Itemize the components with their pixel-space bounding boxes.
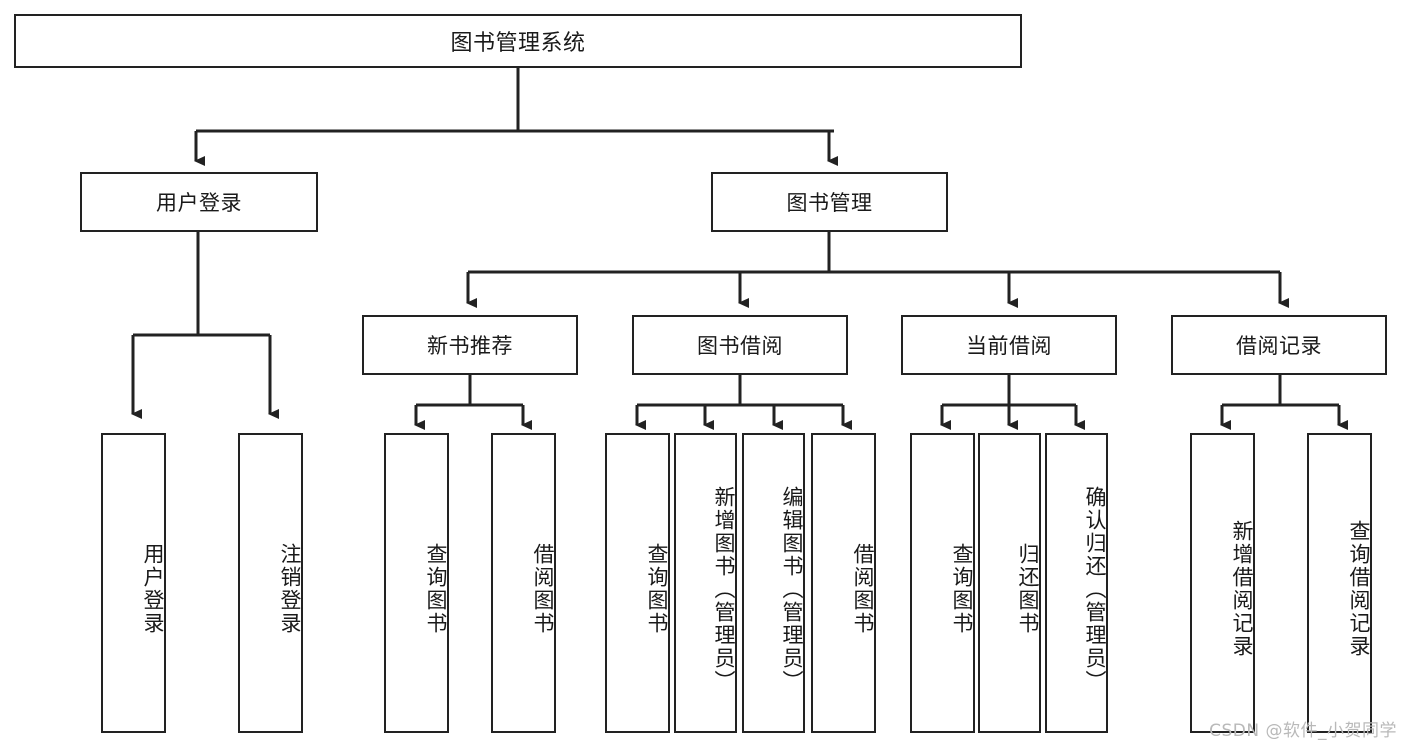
node-new-book-recommend[interactable]: 新书推荐 bbox=[362, 315, 578, 375]
node-book-management-label: 图书管理 bbox=[786, 191, 873, 215]
node-user-login-label: 用户登录 bbox=[156, 191, 242, 215]
watermark: CSDN @软件_小贺同学 bbox=[1209, 721, 1397, 741]
node-user-login[interactable]: 用户登录 bbox=[80, 172, 318, 232]
leaf-search-book-recommend-label: 查询图书 bbox=[424, 543, 448, 635]
leaf-borrow-book-recommend[interactable]: 借阅图书 bbox=[491, 433, 556, 733]
node-book-borrow[interactable]: 图书借阅 bbox=[632, 315, 848, 375]
leaf-edit-book-admin[interactable]: 编辑图书（管理员） bbox=[742, 433, 805, 733]
node-current-borrow-label: 当前借阅 bbox=[966, 334, 1052, 358]
node-root[interactable]: 图书管理系统 bbox=[14, 14, 1022, 68]
node-borrow-record[interactable]: 借阅记录 bbox=[1171, 315, 1387, 375]
leaf-user-login-label: 用户登录 bbox=[141, 543, 165, 635]
leaf-add-book-admin[interactable]: 新增图书（管理员） bbox=[674, 433, 737, 733]
node-new-book-recommend-label: 新书推荐 bbox=[427, 334, 513, 358]
leaf-add-borrow-record[interactable]: 新增借阅记录 bbox=[1190, 433, 1255, 733]
leaf-borrow-book[interactable]: 借阅图书 bbox=[811, 433, 876, 733]
leaf-borrow-book-label: 借阅图书 bbox=[851, 543, 875, 635]
leaf-search-borrow-record-label: 查询借阅记录 bbox=[1347, 520, 1371, 658]
leaf-search-book-current-label: 查询图书 bbox=[950, 543, 974, 635]
leaf-confirm-return-admin-label: 确认归还（管理员） bbox=[1083, 485, 1107, 693]
node-book-management[interactable]: 图书管理 bbox=[711, 172, 948, 232]
leaf-confirm-return-admin[interactable]: 确认归还（管理员） bbox=[1045, 433, 1108, 733]
leaf-search-book-borrow[interactable]: 查询图书 bbox=[605, 433, 670, 733]
leaf-search-book-borrow-label: 查询图书 bbox=[645, 543, 669, 635]
leaf-logout-label: 注销登录 bbox=[278, 543, 302, 635]
leaf-search-borrow-record[interactable]: 查询借阅记录 bbox=[1307, 433, 1372, 733]
leaf-return-book[interactable]: 归还图书 bbox=[978, 433, 1041, 733]
leaf-add-book-admin-label: 新增图书（管理员） bbox=[712, 485, 736, 693]
leaf-search-book-current[interactable]: 查询图书 bbox=[910, 433, 975, 733]
leaf-logout[interactable]: 注销登录 bbox=[238, 433, 303, 733]
leaf-return-book-label: 归还图书 bbox=[1016, 543, 1040, 635]
leaf-add-borrow-record-label: 新增借阅记录 bbox=[1230, 520, 1254, 658]
node-book-borrow-label: 图书借阅 bbox=[697, 334, 783, 358]
node-current-borrow[interactable]: 当前借阅 bbox=[901, 315, 1117, 375]
leaf-search-book-recommend[interactable]: 查询图书 bbox=[384, 433, 449, 733]
node-borrow-record-label: 借阅记录 bbox=[1236, 334, 1322, 358]
leaf-user-login[interactable]: 用户登录 bbox=[101, 433, 166, 733]
leaf-borrow-book-recommend-label: 借阅图书 bbox=[531, 543, 555, 635]
leaf-edit-book-admin-label: 编辑图书（管理员） bbox=[780, 485, 804, 693]
node-root-label: 图书管理系统 bbox=[450, 31, 586, 56]
